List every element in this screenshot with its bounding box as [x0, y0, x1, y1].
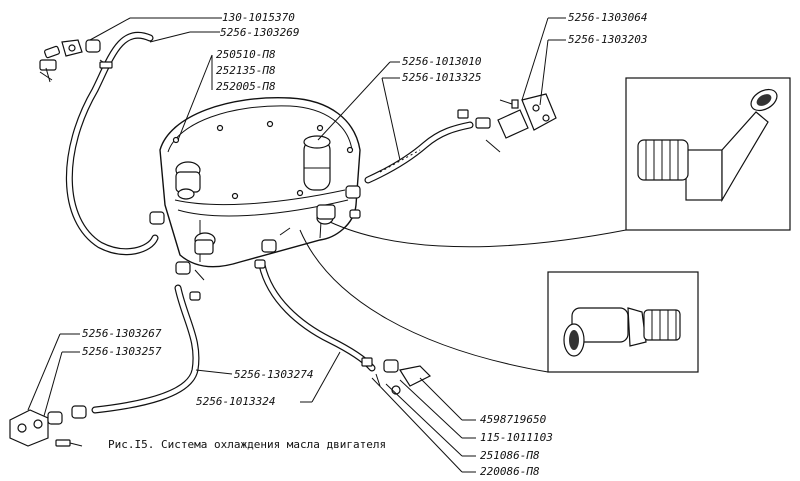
label-130-1015370: 130-1015370	[222, 11, 295, 24]
label-115-1011103: 115-1011103	[480, 431, 553, 444]
figure-caption: Рис.I5. Система охлаждения масла двигате…	[108, 438, 386, 451]
bottom-right-clamp-assembly	[361, 357, 432, 395]
housing-fitting-left	[175, 161, 201, 200]
detail-box-union	[547, 271, 699, 373]
hose-left-lower	[91, 284, 200, 414]
detail-leader-lower	[299, 229, 549, 373]
center-clamps	[149, 185, 361, 301]
housing-fitting-right	[316, 204, 336, 225]
label-5256-1013010: 5256-1013010	[402, 55, 482, 68]
label-5256-1303269: 5256-1303269	[220, 26, 299, 39]
label-252005-p8: 252005-П8	[216, 80, 276, 93]
label-5256-1013324: 5256-1013324	[196, 395, 275, 408]
right-bracket-assembly	[457, 93, 557, 153]
label-252135-p8: 252135-П8	[216, 64, 276, 77]
label-5256-1303257: 5256-1303257	[82, 345, 162, 358]
housing-fitting-lower	[194, 232, 216, 255]
label-5256-1013325: 5256-1013325	[402, 71, 481, 84]
hose-left-loop	[65, 31, 159, 256]
label-4598719650: 4598719650	[480, 413, 547, 426]
detail-leader-upper	[329, 221, 627, 248]
label-220086-p8: 220086-П8	[480, 465, 540, 478]
label-5256-1303267: 5256-1303267	[82, 327, 162, 340]
oil-filter-canister	[303, 135, 331, 191]
label-251086-p8: 251086-П8	[480, 449, 540, 462]
hose-center-lower	[258, 261, 376, 372]
top-left-clamp-assembly	[39, 39, 113, 83]
hose-upper-right	[364, 121, 474, 184]
label-5256-1303203: 5256-1303203	[568, 33, 647, 46]
label-250510-p8: 250510-П8	[216, 48, 276, 61]
label-5256-1303274: 5256-1303274	[234, 368, 313, 381]
detail-box-angle-fitting	[625, 77, 791, 231]
left-bottom-clamp-assembly	[9, 405, 87, 447]
label-5256-1303064: 5256-1303064	[568, 11, 647, 24]
